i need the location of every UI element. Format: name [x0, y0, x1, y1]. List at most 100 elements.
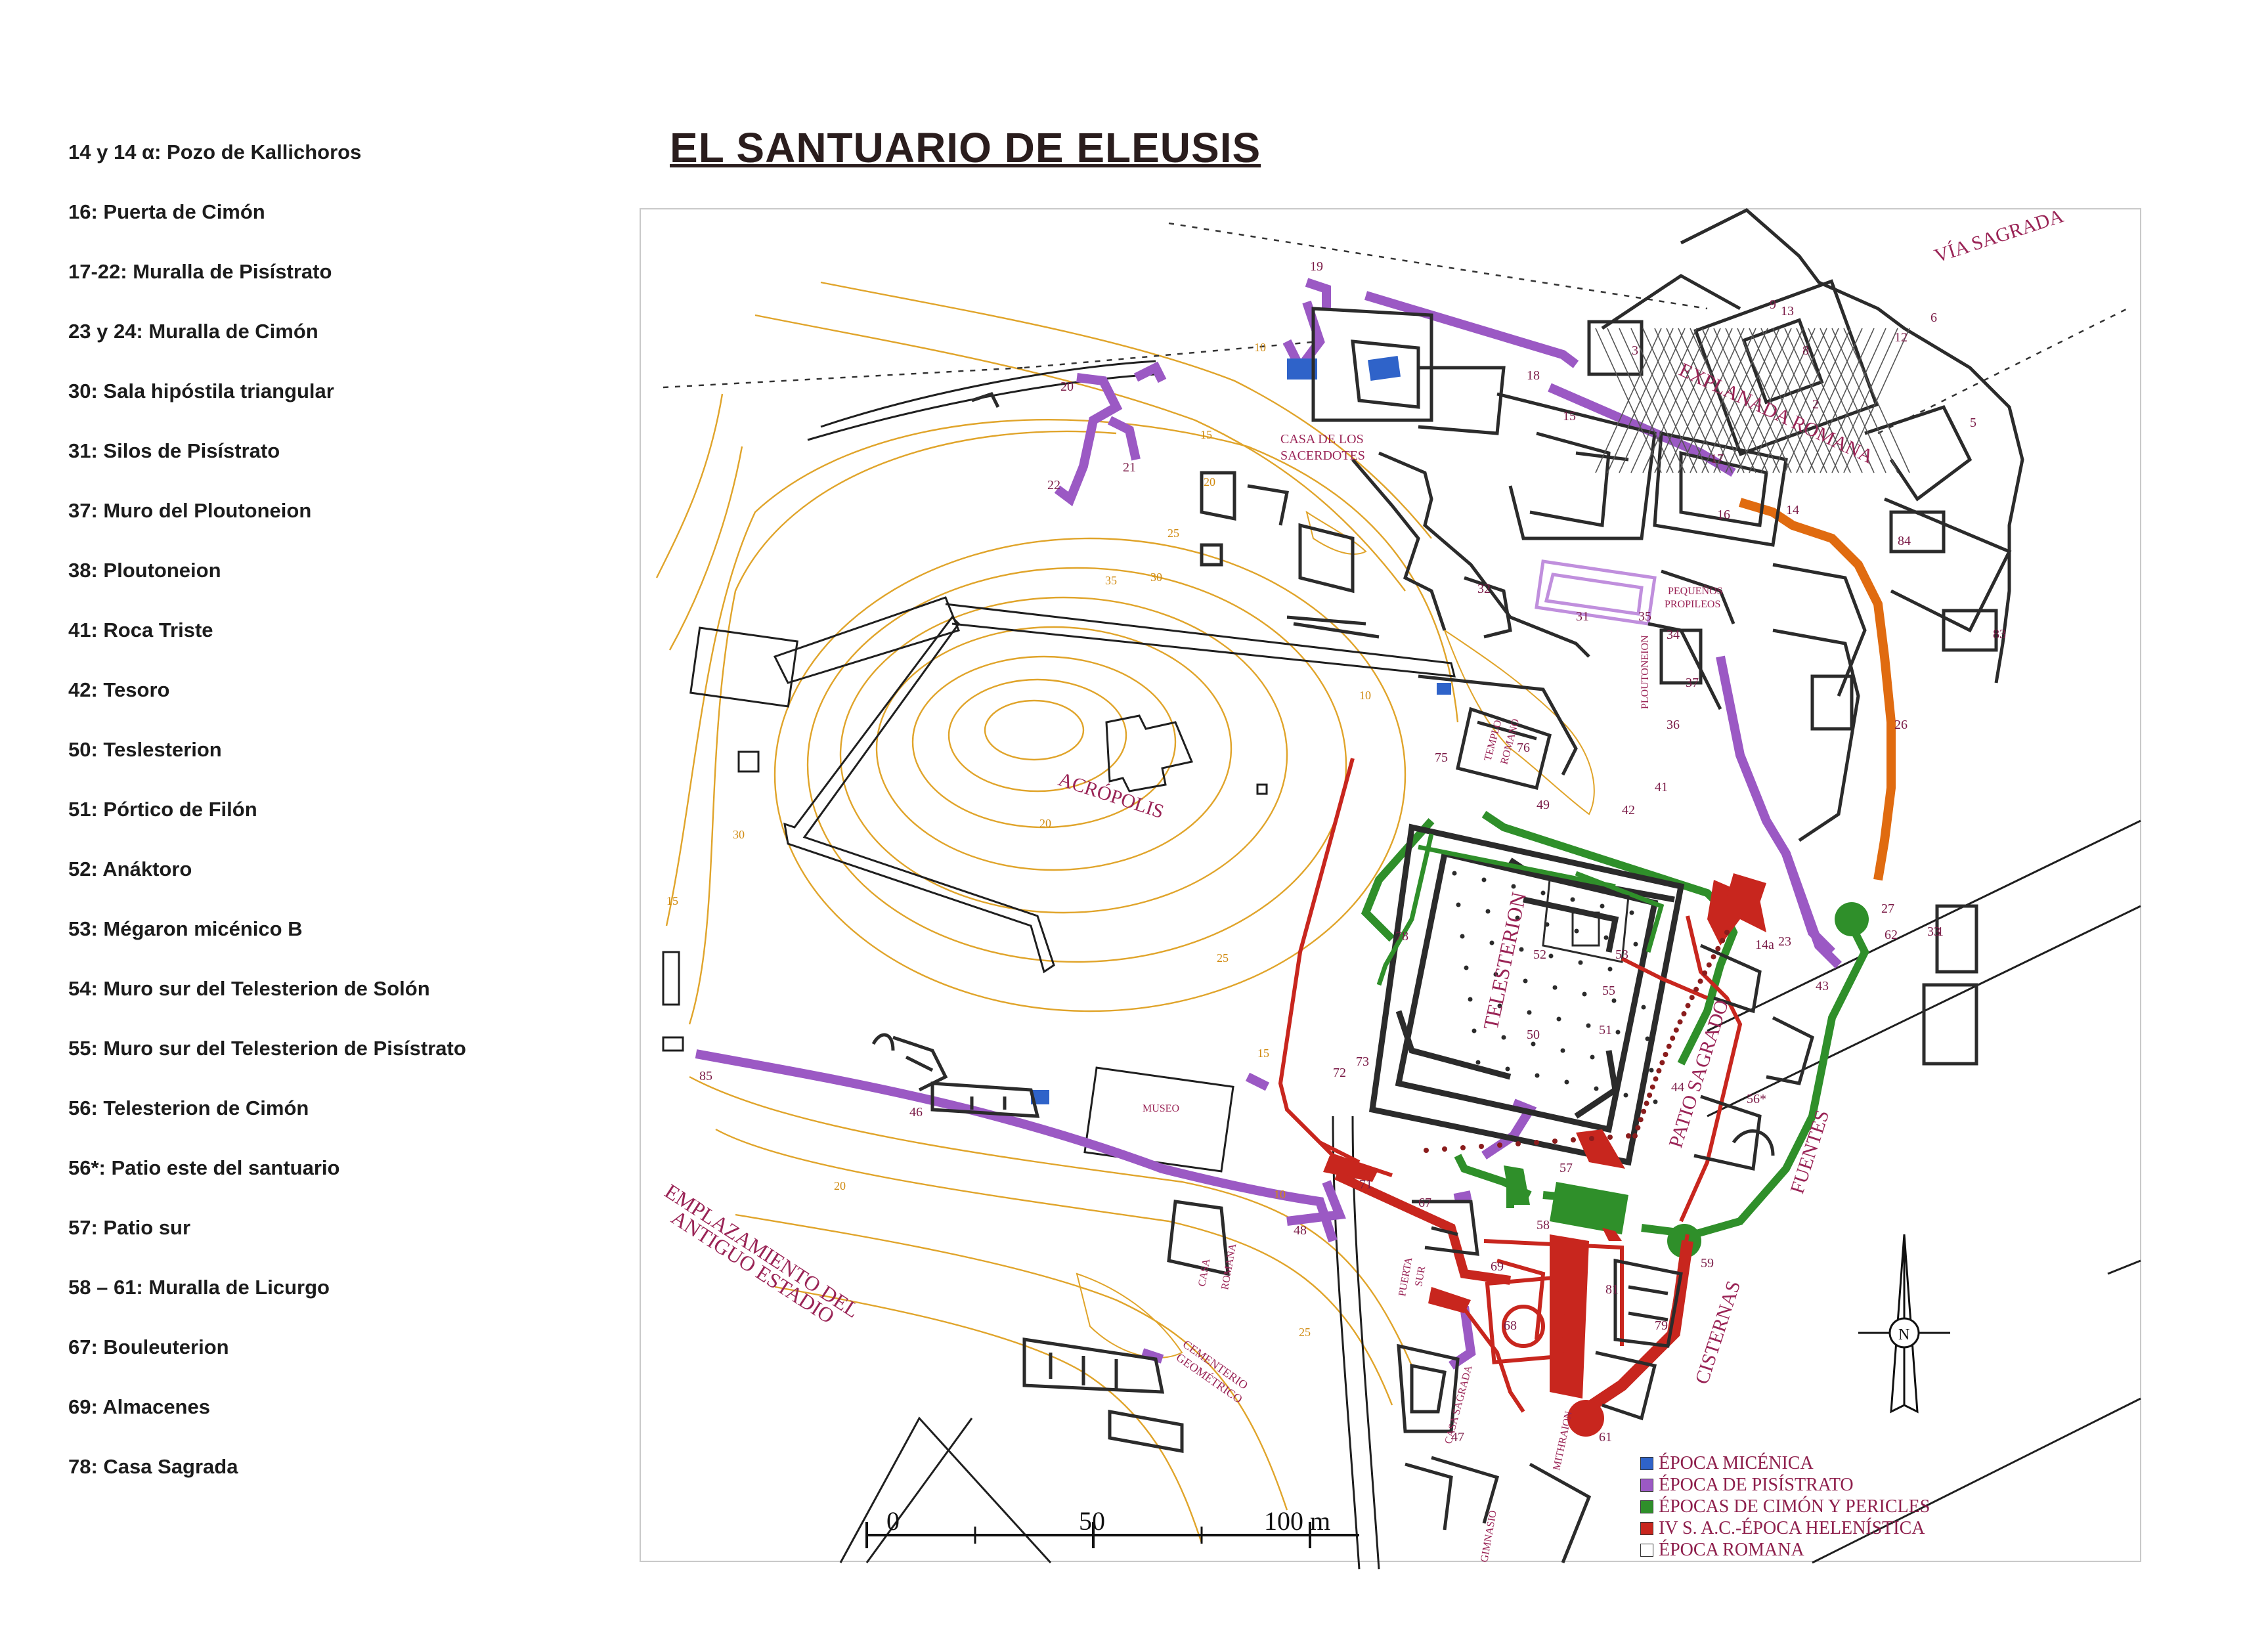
legend-item: 51: Pórtico de Filón	[68, 798, 257, 821]
portico-dot	[1552, 1139, 1558, 1144]
label-pequenos-propileos-2: PROPILEOS	[1665, 599, 1720, 610]
site-number: 19	[1310, 259, 1323, 274]
site-number: 5	[1970, 416, 1976, 430]
contour-line	[735, 1213, 1288, 1511]
contour-value: 35	[1105, 574, 1117, 587]
column	[1629, 910, 1634, 915]
small-square-structure	[737, 750, 760, 773]
inner-structures	[1542, 879, 1630, 963]
site-number: 68	[1504, 1318, 1517, 1333]
scale-bar: 0 50 100 m	[865, 1506, 1359, 1548]
contour-value: 10	[1254, 341, 1266, 354]
site-number: 78	[1395, 929, 1408, 944]
contour-line	[820, 281, 1432, 539]
telesterion-columns	[1452, 871, 1658, 1104]
site-number: 51	[1599, 1023, 1612, 1037]
site-number: 69	[1491, 1259, 1504, 1274]
portico-dot	[1663, 1052, 1668, 1057]
epoch-label: ÉPOCA MICÉNICA	[1659, 1452, 1814, 1473]
portico-dot	[1706, 962, 1712, 968]
epoch-color-swatch	[1640, 1521, 1653, 1535]
contour-line	[911, 655, 1177, 829]
rock-outcrop	[1076, 510, 1595, 1358]
pisistrato-walls	[695, 278, 1842, 1370]
site-number: 32	[1477, 582, 1491, 596]
contour-value: 15	[1257, 1047, 1269, 1060]
contour-value: 15	[1200, 428, 1212, 441]
site-number: 18	[1527, 368, 1540, 383]
column	[1535, 1073, 1540, 1078]
site-number: 84	[1898, 534, 1911, 548]
column	[1590, 1054, 1595, 1060]
column	[1485, 909, 1491, 914]
portico-dot	[1516, 1141, 1521, 1146]
site-number: 8	[1802, 343, 1809, 358]
legend-item: 50: Teslesterion	[68, 738, 222, 761]
dashed-lines	[663, 222, 2128, 435]
site-number: 6	[1930, 311, 1937, 325]
legend-item: 54: Muro sur del Telesterion de Solón	[68, 977, 430, 1000]
column	[1505, 1066, 1510, 1072]
label-puerta-sur-1: PUERTA	[1397, 1256, 1414, 1297]
legend-item: 55: Muro sur del Telesterion de Pisístra…	[68, 1037, 466, 1060]
label-museo: MUSEO	[1143, 1103, 1179, 1114]
explanada-romana-hatch	[1595, 328, 1910, 473]
legend-item: 14 y 14 α: Pozo de Kallichoros	[68, 141, 362, 163]
square-structure	[689, 626, 798, 708]
label-pequenos-propileos-1: PEQUEÑOS	[1668, 585, 1723, 597]
site-number: 58	[1537, 1218, 1550, 1232]
portico-dot	[1681, 1011, 1687, 1016]
column	[1472, 1028, 1477, 1033]
portico-dot	[1673, 1027, 1679, 1033]
site-number: 61	[1599, 1430, 1612, 1444]
site-number: 37	[1686, 676, 1699, 690]
portico-dot	[1685, 1003, 1691, 1009]
site-number: 83	[1993, 627, 2006, 641]
portico-dot	[1460, 1145, 1466, 1150]
contour-value: 20	[834, 1179, 846, 1192]
portico-dots	[1424, 930, 1730, 1153]
label-casa-sacerdotes-2: SACERDOTES	[1280, 448, 1365, 463]
column	[1582, 991, 1587, 997]
site-number: 67	[1418, 1196, 1431, 1210]
legend-item: 69: Almacenes	[68, 1395, 210, 1418]
column	[1501, 1035, 1506, 1040]
column	[1475, 1060, 1481, 1065]
portico-dot	[1571, 1137, 1576, 1142]
column	[1481, 877, 1487, 882]
portico-dot	[1647, 1093, 1653, 1098]
epoch-legend-item: ÉPOCA ROMANA	[1640, 1539, 1930, 1561]
column	[1515, 915, 1520, 921]
column	[1456, 902, 1461, 907]
column	[1564, 1079, 1569, 1085]
portico-dot	[1649, 1084, 1655, 1090]
site-number: 79	[1655, 1318, 1668, 1333]
epoch-color-swatch	[1640, 1543, 1653, 1557]
epoch-legend-item: ÉPOCAS DE CIMÓN Y PERICLES	[1640, 1496, 1930, 1517]
site-number: 49	[1537, 798, 1550, 812]
contour-value: 10	[1274, 1188, 1286, 1201]
telesterion-green-walls	[1376, 833, 1665, 986]
column	[1578, 960, 1583, 965]
column	[1600, 903, 1605, 909]
contour-line	[984, 699, 1085, 761]
column	[1464, 965, 1469, 970]
site-number: 62	[1885, 928, 1898, 942]
contour-line	[806, 567, 1347, 963]
site-number: 50	[1527, 1028, 1540, 1042]
acropolis-building	[1105, 714, 1194, 793]
contour-value: 20	[1039, 817, 1051, 830]
column	[1493, 972, 1498, 977]
site-number: 15	[1563, 409, 1576, 424]
column	[1633, 942, 1638, 947]
legend-item: 41: Roca Triste	[68, 619, 213, 641]
column	[1556, 1016, 1561, 1022]
column	[1523, 978, 1528, 984]
site-number: 72	[1333, 1066, 1346, 1080]
label-estadio-2: ANTIGUO ESTADIO	[667, 1205, 839, 1328]
legend-item: 53: Mégaron micénico B	[68, 917, 303, 940]
road-outlines	[773, 360, 2141, 1570]
